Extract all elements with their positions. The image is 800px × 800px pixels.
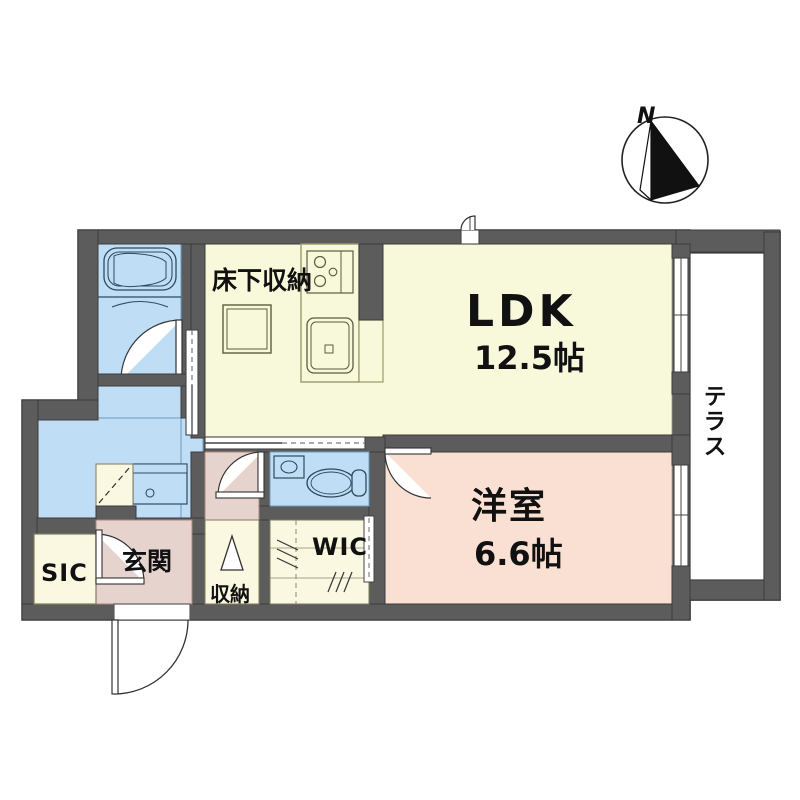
compass-rose xyxy=(621,116,709,204)
ldk-top-window xyxy=(460,215,480,245)
north-label: N xyxy=(637,104,656,129)
toilet-icon xyxy=(306,468,367,498)
room-toilet-floor xyxy=(269,451,370,507)
sic-door[interactable] xyxy=(95,529,145,585)
sic-label: SIC xyxy=(41,559,88,587)
room-entrance-floor xyxy=(95,451,260,605)
closet-door[interactable] xyxy=(220,533,244,571)
wic-label: WIC xyxy=(312,533,369,561)
room-closet-floor xyxy=(204,519,260,605)
toilet-door[interactable] xyxy=(215,451,265,499)
room-terrace xyxy=(689,252,765,581)
washroom-sliding-door[interactable] xyxy=(185,329,199,436)
entrance-door[interactable] xyxy=(111,603,191,695)
bathroom-door[interactable] xyxy=(120,319,183,381)
kitchen-fixtures xyxy=(300,243,384,383)
ldk-sliding-door[interactable] xyxy=(204,436,366,450)
ldk-terrace-window xyxy=(673,257,689,373)
underfloor-storage-hatch-icon xyxy=(222,304,272,354)
bedroom-label: 洋室 xyxy=(471,486,548,527)
kitchen-sink-icon xyxy=(306,317,354,374)
closet-label: 収納 xyxy=(210,582,250,606)
hanger-rail-icon xyxy=(276,539,353,593)
room-bedroom-floor xyxy=(382,451,673,610)
wash-basin-icon xyxy=(132,463,188,505)
bedroom-area-label: 6.6帖 xyxy=(474,535,563,573)
gas-stove-icon xyxy=(306,250,354,294)
wic-door[interactable] xyxy=(363,515,375,583)
underfloor-storage-label: 床下収納 xyxy=(212,266,313,295)
hand-sink-icon xyxy=(273,455,305,479)
washer-space xyxy=(95,463,134,507)
room-bathroom-floor xyxy=(97,242,183,381)
ldk-label: LDK xyxy=(466,286,577,337)
bathtub-icon xyxy=(98,247,181,308)
bedroom-terrace-window xyxy=(673,464,689,567)
room-wic-floor xyxy=(269,519,370,605)
entrance-label: 玄関 xyxy=(122,547,173,576)
terrace-label: テラス xyxy=(699,384,725,459)
ldk-area-label: 12.5帖 xyxy=(474,339,585,377)
bedroom-door[interactable] xyxy=(384,447,432,499)
